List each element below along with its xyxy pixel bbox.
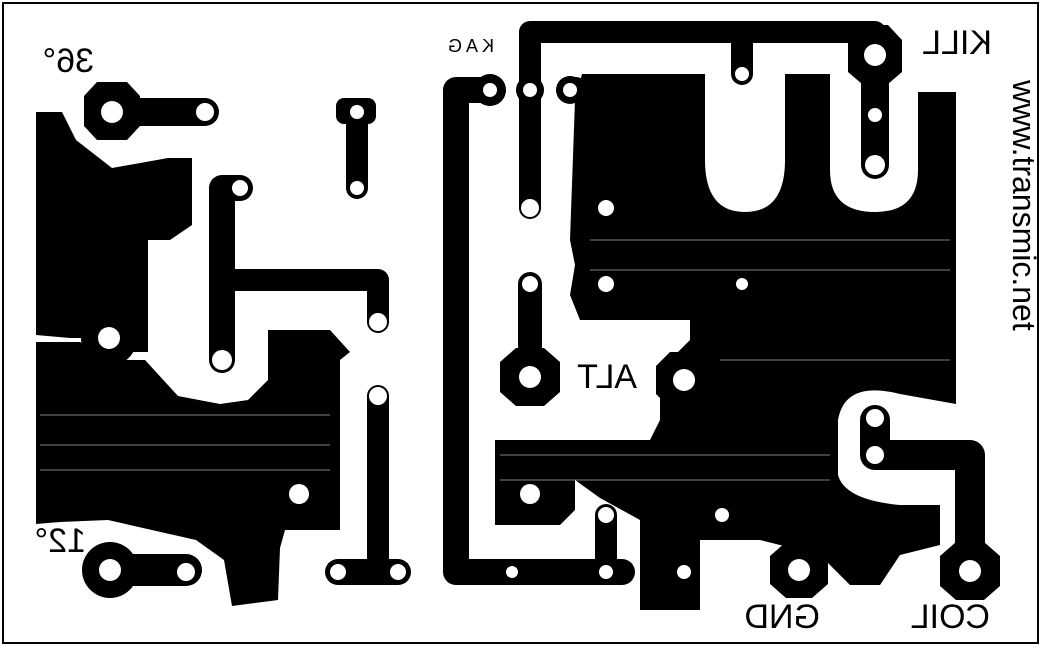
label-kag: K A G: [448, 36, 494, 56]
drill-coil: [959, 560, 981, 582]
drill: [715, 508, 729, 522]
drill: [736, 278, 748, 290]
labels: 36° GND 12° K A G KILL ALT GND COIL www.…: [35, 24, 1042, 636]
drill: [598, 276, 614, 292]
drill: [598, 200, 614, 216]
drill: [734, 102, 750, 118]
label-12deg: 12°: [35, 522, 86, 560]
drill: [369, 387, 387, 405]
drill: [866, 446, 884, 464]
drill: [522, 276, 538, 292]
drill: [350, 105, 364, 119]
trace-kag-k: [443, 77, 635, 585]
trace-coil: [860, 405, 985, 585]
drill: [350, 181, 364, 195]
right-traces: [443, 21, 985, 585]
isolation-lines: [40, 239, 950, 481]
drill: [390, 564, 406, 580]
drill: [177, 563, 195, 581]
drill: [734, 162, 750, 178]
drill: [212, 350, 232, 370]
drill: [677, 565, 691, 579]
drill-alt-right: [673, 369, 695, 391]
label-website: www.transmic.net: [1006, 79, 1042, 331]
drill-12deg: [99, 559, 121, 581]
drill: [599, 565, 613, 579]
drill-holes: [98, 44, 981, 582]
drill-kag-k: [483, 83, 497, 97]
drill-36deg: [101, 101, 123, 123]
drill-kill: [864, 44, 886, 66]
label-gnd-bottom: GND: [744, 598, 820, 636]
label-36deg: 36°: [43, 42, 94, 80]
drill-kag-a: [523, 83, 537, 97]
drill: [330, 564, 346, 580]
drill: [369, 313, 387, 331]
drill: [196, 103, 214, 121]
label-gnd-left: GND: [41, 277, 108, 310]
drill: [865, 155, 885, 175]
label-kill: KILL: [922, 24, 992, 62]
drill: [866, 409, 884, 427]
drill: [735, 67, 749, 81]
drill: [868, 108, 882, 122]
drill-alt: [519, 366, 541, 388]
drill: [289, 484, 309, 504]
drill: [520, 484, 540, 504]
drill-gnd-left: [98, 327, 120, 349]
label-coil: COIL: [911, 598, 990, 636]
drill-kag-g: [563, 83, 577, 97]
drill: [506, 566, 518, 578]
label-alt: ALT: [577, 358, 637, 396]
copper-plane-upper-left: [36, 112, 192, 352]
drill: [232, 180, 248, 196]
drill: [598, 507, 614, 523]
copper-plane-lower-left: [36, 330, 350, 606]
drill: [521, 199, 539, 217]
trace-branch: [211, 269, 389, 333]
drill-gnd-bottom: [788, 559, 810, 581]
